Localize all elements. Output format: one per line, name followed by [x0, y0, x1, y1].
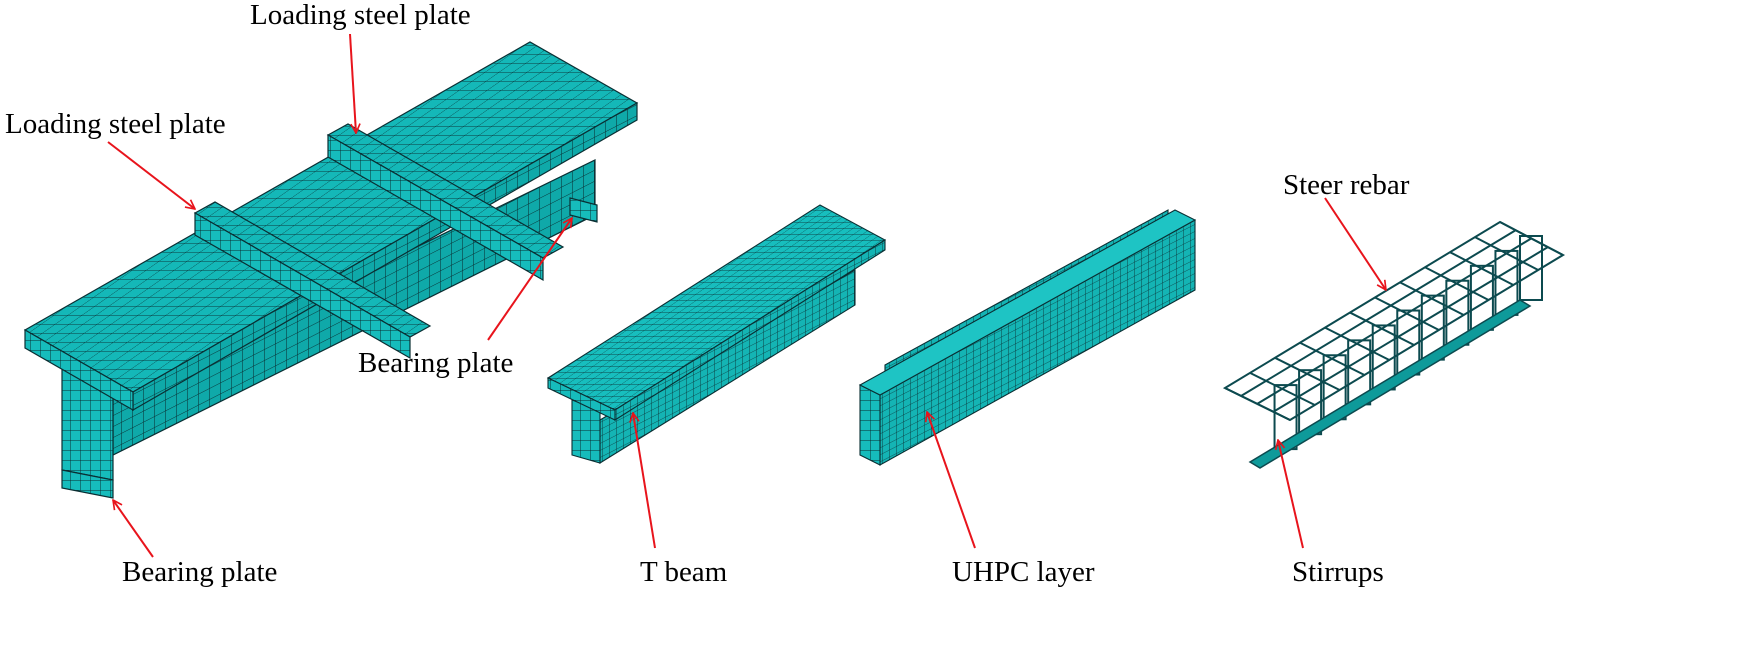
arrow-t-beam — [633, 413, 656, 549]
bearing-plate-left — [61, 469, 114, 499]
loading-plate-right-front — [327, 133, 544, 282]
rebar-transverse — [1449, 251, 1514, 286]
rebar-transverse — [1474, 236, 1539, 271]
uhpc-layer-top-edge — [858, 209, 1197, 396]
rebar-transverse — [1249, 372, 1316, 406]
arrow-loading-plate-left — [107, 141, 195, 209]
label-bearing-plate-right: Bearing plate — [358, 347, 513, 379]
arrow-uhpc-layer — [927, 412, 976, 549]
rebar-transverse-group — [1224, 221, 1564, 421]
arrow-loading-plate-top — [349, 33, 356, 133]
rebar-transverse — [1424, 266, 1490, 301]
t-beam-model — [546, 204, 887, 464]
label-t-beam: T beam — [640, 556, 728, 588]
rebar-transverse — [1224, 387, 1291, 421]
rebar-transverse — [1399, 281, 1465, 316]
annotation-arrows — [107, 33, 1386, 558]
label-stirrups: Stirrups — [1292, 556, 1384, 588]
uhpc-layer-end — [859, 384, 881, 466]
arrow-bearing-plate-right — [487, 218, 572, 341]
full-beam-model — [23, 41, 639, 499]
rebar-transverse — [1499, 221, 1564, 256]
rebar-bottom-bars — [1248, 299, 1532, 469]
rebar-transverse — [1324, 326, 1390, 361]
bearing-plate-right — [569, 197, 598, 223]
loading-plate-left-front — [194, 211, 411, 360]
label-bearing-plate-bottom: Bearing plate — [122, 556, 277, 588]
uhpc-layer-model — [858, 209, 1197, 466]
label-steel-rebar: Steer rebar — [1283, 169, 1410, 201]
t-beam-flange-end — [547, 377, 616, 421]
rebar-transverse — [1374, 296, 1440, 331]
rebar-longitudinal — [1240, 229, 1517, 397]
arrow-stirrups — [1278, 440, 1304, 549]
label-loading-plate-top: Loading steel plate — [250, 0, 471, 31]
arrow-steel-rebar — [1324, 197, 1386, 290]
label-loading-plate-left: Loading steel plate — [5, 108, 226, 140]
rebar-longitudinal — [1272, 246, 1549, 413]
rebar-transverse — [1274, 356, 1341, 391]
arrow-bearing-plate-bottom — [113, 500, 154, 558]
labels: Loading steel plate Loading steel plate … — [5, 0, 1410, 588]
stirrup — [1519, 235, 1543, 301]
beam-flange-end — [24, 328, 134, 412]
rebar-transverse — [1299, 341, 1365, 376]
label-uhpc-layer: UHPC layer — [952, 556, 1095, 588]
rebar-cage-model — [1222, 220, 1566, 469]
rebar-transverse — [1349, 311, 1415, 346]
